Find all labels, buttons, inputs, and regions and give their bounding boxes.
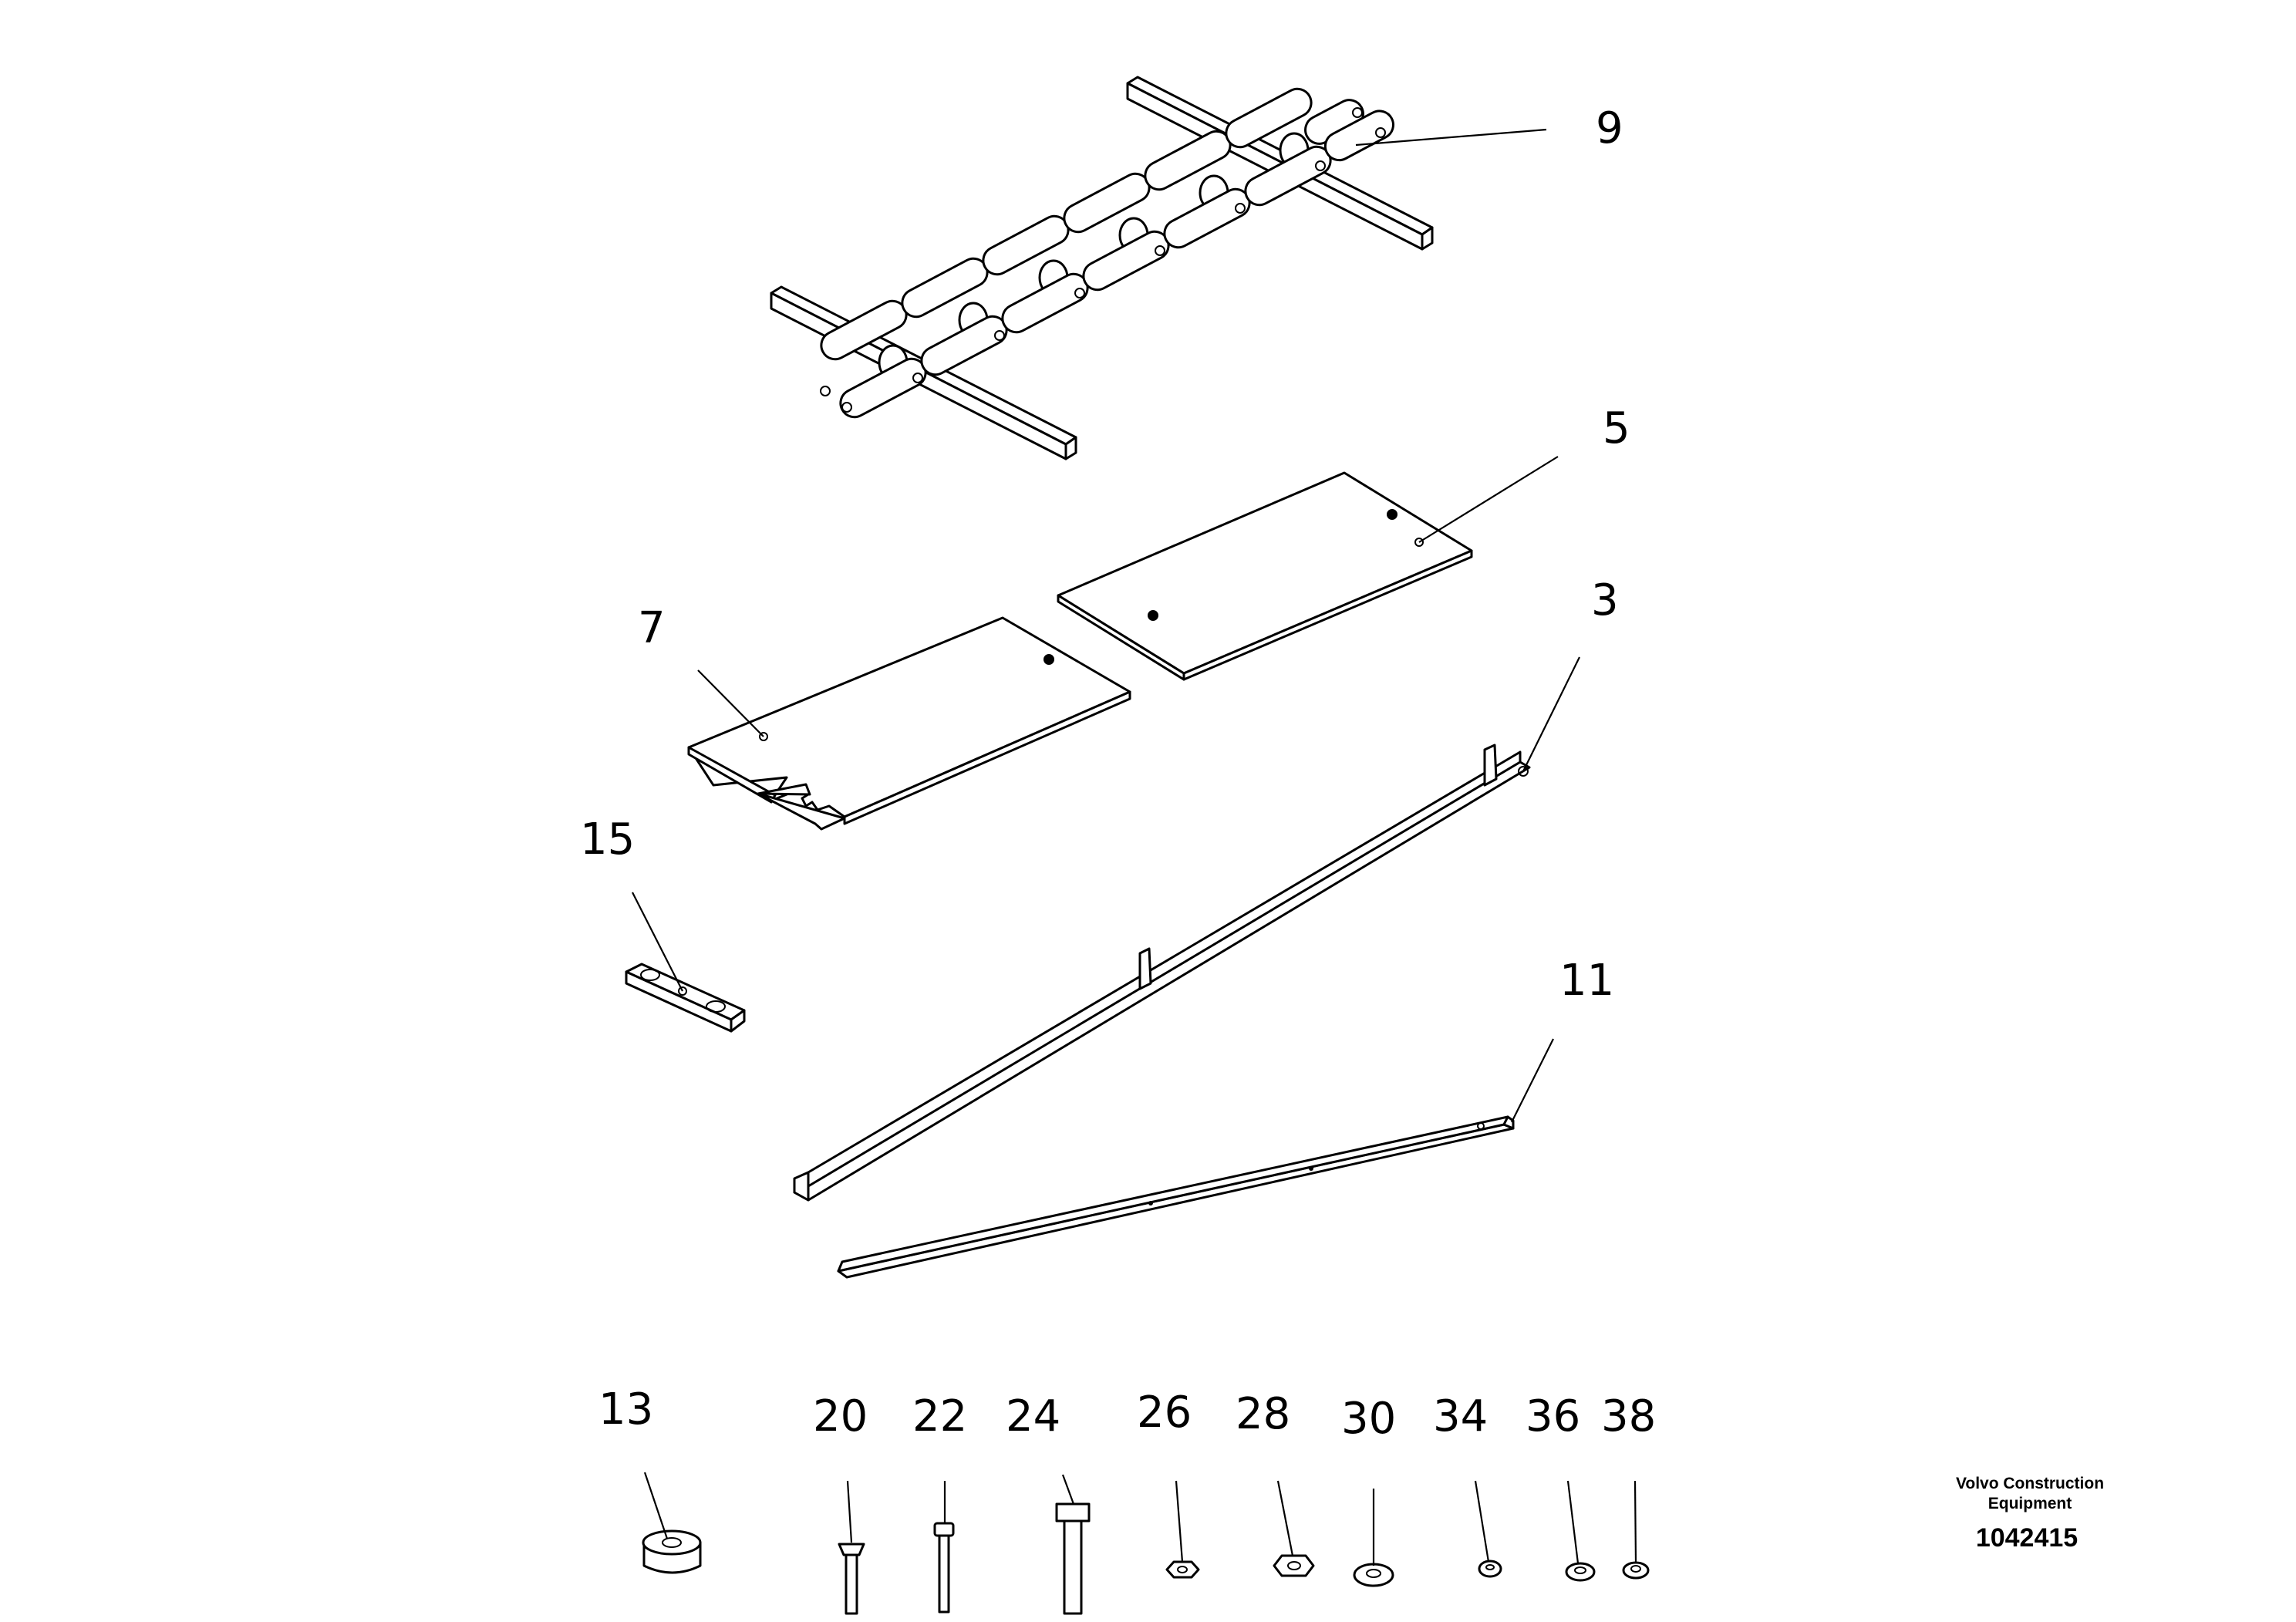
chain-pin-holes [820, 107, 1386, 413]
angle-bar-part-3 [793, 744, 1531, 1202]
chain-links-back [820, 87, 1364, 361]
chain-links-front [839, 110, 1394, 419]
callout-20: 20 [813, 1391, 868, 1442]
callout-24: 24 [1006, 1391, 1060, 1442]
document-number: 1042415 [1976, 1523, 2078, 1553]
link-plate-part-15 [625, 963, 746, 1033]
callout-28: 28 [1236, 1389, 1290, 1439]
callout-labels: 9 5 3 7 15 11 13 20 22 24 26 28 30 34 36… [580, 103, 1656, 1444]
hardware-part-30-washer [1353, 1563, 1394, 1587]
plate-part-7 [687, 616, 1131, 831]
flat-bar-part-11 [837, 1115, 1515, 1279]
callout-26: 26 [1137, 1388, 1192, 1438]
callout-7: 7 [638, 603, 666, 653]
hardware-part-36-washer [1565, 1562, 1596, 1582]
leader-lines [632, 128, 1637, 1566]
callout-9: 9 [1596, 103, 1623, 153]
callout-5: 5 [1603, 403, 1630, 454]
hardware-part-20-screw [838, 1543, 865, 1615]
chain-assembly-part-9 [770, 76, 1434, 460]
callout-34: 34 [1433, 1391, 1488, 1442]
brand-line-1: Volvo Construction [1956, 1475, 2104, 1492]
hardware-part-34-washer [1478, 1560, 1502, 1578]
callout-22: 22 [912, 1391, 967, 1442]
callout-38: 38 [1601, 1391, 1656, 1442]
hardware-part-24-bolt [1055, 1502, 1091, 1615]
hardware-part-22-bolt [933, 1522, 955, 1614]
callout-11: 11 [1559, 956, 1614, 1006]
callout-3: 3 [1591, 575, 1619, 626]
hardware-part-38-washer [1622, 1561, 1650, 1580]
footer-brand-block: Volvo Construction Equipment 1042415 [1956, 1475, 2104, 1553]
callout-36: 36 [1526, 1391, 1580, 1442]
hardware-part-28-nut [1273, 1554, 1315, 1577]
hardware-part-26-nut [1165, 1560, 1200, 1579]
callout-13: 13 [598, 1384, 653, 1435]
plate-part-5 [1057, 471, 1473, 681]
hardware-part-13-nut [642, 1529, 702, 1574]
brand-line-2: Equipment [1988, 1495, 2072, 1512]
callout-15: 15 [580, 814, 635, 865]
callout-30: 30 [1341, 1394, 1396, 1444]
